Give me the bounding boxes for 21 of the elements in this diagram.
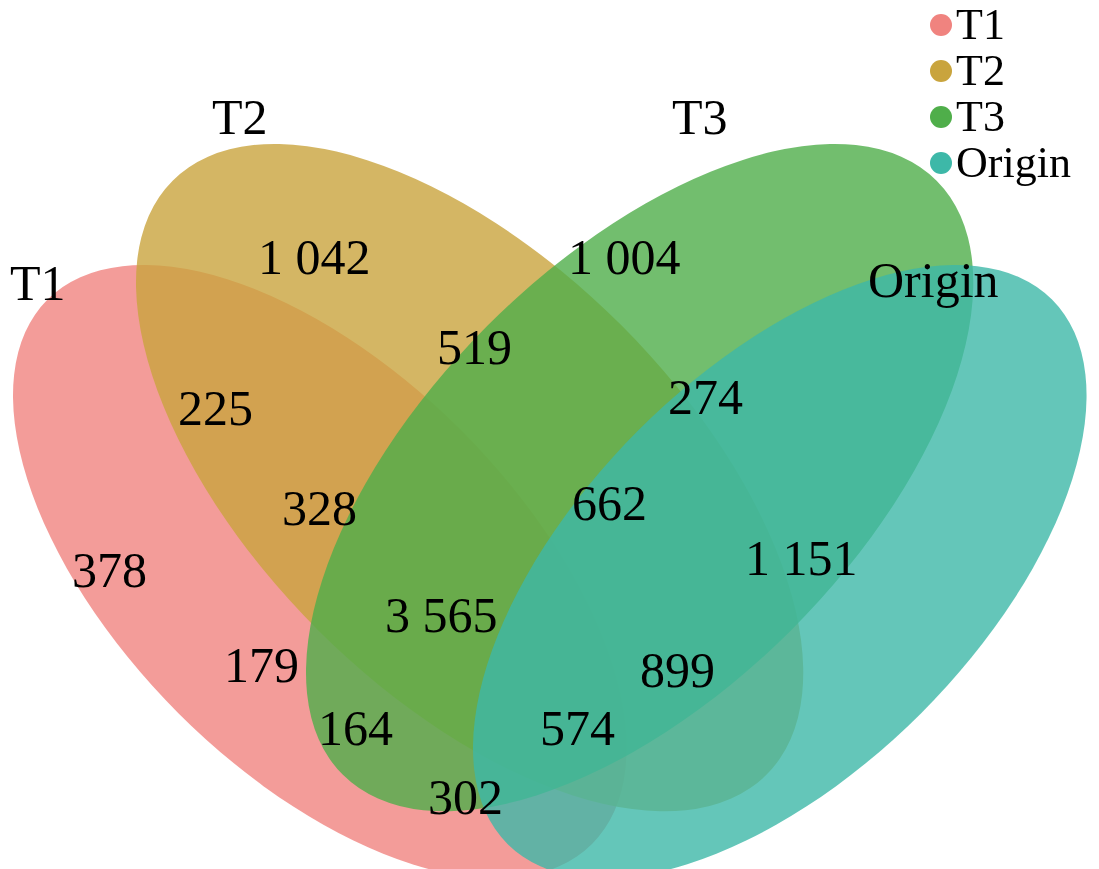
region-count: 662 [572, 478, 647, 528]
region-count: 3 565 [385, 590, 498, 640]
region-count: 1 151 [745, 533, 858, 583]
legend-label: Origin [956, 141, 1071, 185]
set-label: T2 [212, 92, 268, 142]
region-count: 378 [72, 545, 147, 595]
set-label: T3 [672, 92, 728, 142]
region-count: 302 [428, 772, 503, 822]
region-count: 225 [178, 383, 253, 433]
region-count: 274 [668, 372, 743, 422]
region-count: 1 042 [258, 232, 371, 282]
region-count: 328 [282, 483, 357, 533]
region-count: 179 [224, 640, 299, 690]
legend-label: T1 [956, 3, 1005, 47]
region-count: 164 [318, 703, 393, 753]
set-label: T1 [10, 258, 66, 308]
legend-label: T2 [956, 49, 1005, 93]
legend-label: T3 [956, 95, 1005, 139]
region-count: 899 [640, 645, 715, 695]
region-count: 574 [540, 703, 615, 753]
region-count: 1 004 [568, 232, 681, 282]
